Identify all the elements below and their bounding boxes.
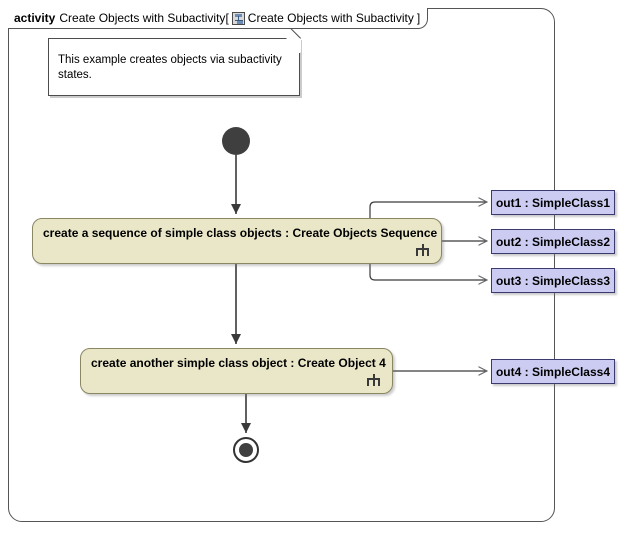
final-node-dot xyxy=(239,443,253,457)
object-node-label: out2 : SimpleClass2 xyxy=(495,234,611,249)
frame-bracket-close: ] xyxy=(416,11,421,25)
action-create-object-4[interactable]: create another simple class object : Cre… xyxy=(80,348,393,394)
final-node[interactable] xyxy=(233,437,259,463)
object-node-out3[interactable]: out3 : SimpleClass3 xyxy=(491,268,615,293)
object-node-label: out4 : SimpleClass4 xyxy=(495,364,611,379)
action-label: create another simple class object : Cre… xyxy=(91,356,386,370)
action-create-objects-sequence[interactable]: create a sequence of simple class object… xyxy=(32,218,442,264)
frame-bracket-open: [ xyxy=(225,11,229,25)
object-node-out2[interactable]: out2 : SimpleClass2 xyxy=(491,229,615,254)
note-fold-icon xyxy=(286,38,301,53)
rake-icon xyxy=(416,244,429,256)
comment-note[interactable]: This example creates objects via subacti… xyxy=(48,23,301,96)
object-node-label: out3 : SimpleClass3 xyxy=(495,273,611,288)
comment-note-text: This example creates objects via subacti… xyxy=(58,54,282,81)
frame-keyword: activity xyxy=(14,11,56,25)
note-right-edge xyxy=(299,53,300,95)
object-node-out4[interactable]: out4 : SimpleClass4 xyxy=(491,359,615,384)
object-node-label: out1 : SimpleClass1 xyxy=(495,195,611,210)
activity-diagram-icon xyxy=(231,11,245,25)
action-label: create a sequence of simple class object… xyxy=(43,226,438,240)
rake-icon xyxy=(367,374,380,386)
frame-qualifier: Create Objects with Subactivity xyxy=(247,11,414,25)
frame-title: Create Objects with Subactivity xyxy=(59,11,226,25)
initial-node[interactable] xyxy=(222,127,250,155)
activity-frame-header[interactable]: activity Create Objects with Subactivity… xyxy=(8,8,429,29)
object-node-out1[interactable]: out1 : SimpleClass1 xyxy=(491,190,615,215)
